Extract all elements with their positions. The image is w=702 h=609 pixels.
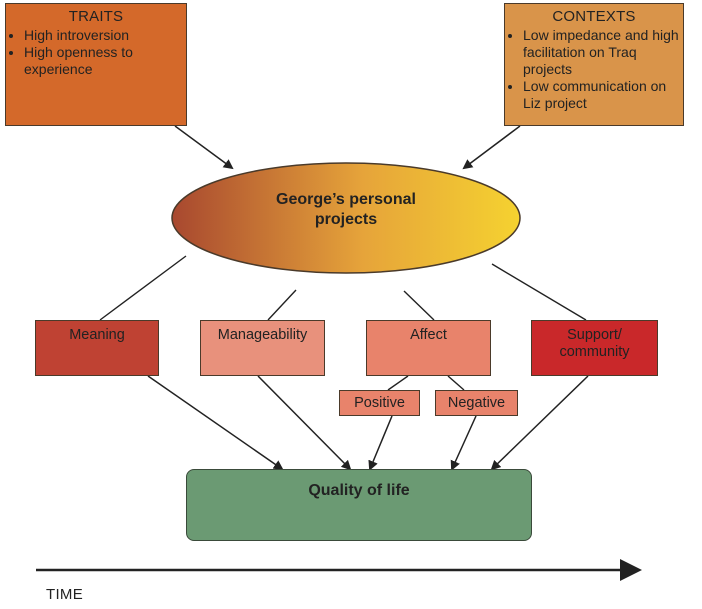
link-projects-meaning [99, 255, 187, 321]
link-affect-negative [447, 375, 465, 391]
arrow-manageability-to-qol [257, 375, 352, 471]
time-label: TIME [46, 586, 84, 603]
manageability-box: Manageability [200, 320, 325, 376]
arrow-negative-to-qol [450, 415, 477, 471]
arrow-positive-to-qol [368, 415, 393, 471]
contexts-box: CONTEXTS Low impedance and high facilita… [504, 3, 684, 126]
projects-label-line1: George’s personal [276, 191, 416, 208]
time-arrowhead [620, 559, 642, 581]
projects-label-line2: projects [314, 211, 378, 228]
quality-of-life-label: Quality of life [308, 482, 410, 499]
traits-box: TRAITS High introversion High openness t… [5, 3, 187, 126]
negative-label: Negative [447, 394, 506, 411]
arrow-traits-to-projects [174, 125, 234, 170]
contexts-title: CONTEXTS [552, 8, 636, 25]
contexts-item: Low impedance and high facilitation on T… [523, 27, 683, 78]
support-label-line2: community [559, 344, 630, 360]
link-projects-support [491, 263, 587, 321]
contexts-list: Low impedance and high facilitation on T… [505, 27, 683, 112]
meaning-box: Meaning [35, 320, 159, 376]
affect-label: Affect [410, 327, 447, 343]
traits-item: High openness to experience [24, 44, 186, 78]
meaning-label: Meaning [69, 327, 125, 343]
negative-box: Negative [435, 390, 518, 416]
arrow-meaning-to-qol [147, 375, 284, 471]
traits-title: TRAITS [68, 8, 124, 25]
support-box: Support/ community [531, 320, 658, 376]
affect-box: Affect [366, 320, 491, 376]
positive-label: Positive [354, 394, 405, 411]
arrow-support-to-qol [490, 375, 589, 471]
arrow-contexts-to-projects [462, 125, 521, 170]
support-label-line1: Support/ [567, 327, 622, 343]
projects-label: George’s personal projects [206, 190, 486, 230]
link-projects-manageability [267, 289, 297, 321]
link-affect-positive [387, 375, 409, 391]
manageability-label: Manageability [217, 327, 308, 343]
quality-of-life-box: Quality of life [186, 469, 532, 541]
support-label: Support/ community [559, 327, 629, 361]
traits-item: High introversion [24, 27, 186, 44]
traits-list: High introversion High openness to exper… [6, 27, 186, 78]
projects-ellipse [171, 162, 521, 274]
positive-box: Positive [339, 390, 420, 416]
contexts-item: Low communication on Liz project [523, 78, 683, 112]
link-projects-affect [403, 290, 435, 321]
